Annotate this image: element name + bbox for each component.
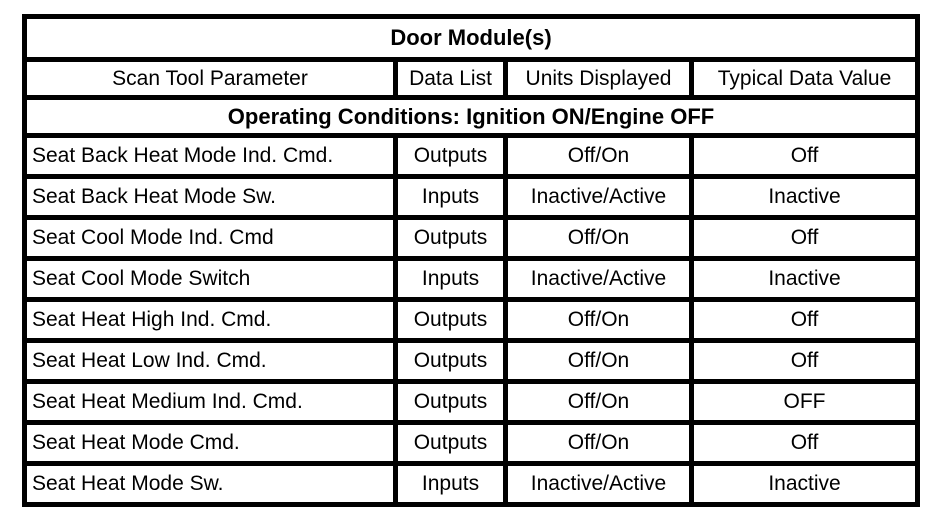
parameter-cell: Seat Heat Low Ind. Cmd. [22, 338, 398, 384]
data-list-cell: Outputs [393, 379, 508, 425]
operating-conditions-text: Operating Conditions: Ignition ON/Engine… [21, 95, 921, 138]
table-row: Seat Back Heat Mode Ind. Cmd. Outputs Of… [22, 133, 921, 179]
parameter-cell: Seat Heat Mode Cmd. [22, 420, 398, 466]
parameter-cell: Seat Heat Mode Sw. [22, 461, 398, 507]
typical-value-cell: Inactive [688, 174, 921, 220]
typical-value-cell: Off [688, 215, 921, 261]
column-header-data-list: Data List [393, 57, 508, 100]
parameter-cell: Seat Heat Medium Ind. Cmd. [22, 379, 398, 425]
data-list-cell: Inputs [393, 461, 508, 507]
units-cell: Off/On [503, 297, 694, 343]
table-row: Seat Heat High Ind. Cmd. Outputs Off/On … [22, 297, 921, 343]
table-title: Door Module(s) [21, 14, 921, 62]
column-header-scan-tool-parameter: Scan Tool Parameter [22, 57, 398, 100]
table-row: Seat Heat Medium Ind. Cmd. Outputs Off/O… [22, 379, 921, 425]
operating-conditions-row: Operating Conditions: Ignition ON/Engine… [21, 95, 921, 138]
data-list-cell: Outputs [393, 297, 508, 343]
column-header-units-displayed: Units Displayed [503, 57, 694, 100]
table-row: Seat Cool Mode Switch Inputs Inactive/Ac… [22, 256, 921, 302]
units-cell: Off/On [503, 379, 694, 425]
table-row: Seat Heat Mode Sw. Inputs Inactive/Activ… [22, 461, 921, 507]
data-list-cell: Outputs [393, 215, 508, 261]
units-cell: Off/On [503, 338, 694, 384]
typical-value-cell: Inactive [688, 461, 921, 507]
parameter-cell: Seat Back Heat Mode Sw. [22, 174, 398, 220]
data-list-cell: Outputs [393, 420, 508, 466]
parameter-cell: Seat Heat High Ind. Cmd. [22, 297, 398, 343]
door-module-parameter-table: Door Module(s) Scan Tool Parameter Data … [21, 14, 921, 507]
units-cell: Inactive/Active [503, 461, 694, 507]
typical-value-cell: OFF [688, 379, 921, 425]
typical-value-cell: Inactive [688, 256, 921, 302]
table-title-row: Door Module(s) [21, 14, 921, 62]
typical-value-cell: Off [688, 297, 921, 343]
table-row: Seat Cool Mode Ind. Cmd Outputs Off/On O… [22, 215, 921, 261]
data-list-cell: Inputs [393, 256, 508, 302]
data-list-cell: Outputs [393, 338, 508, 384]
parameter-cell: Seat Back Heat Mode Ind. Cmd. [22, 133, 398, 179]
typical-value-cell: Off [688, 338, 921, 384]
typical-value-cell: Off [688, 420, 921, 466]
units-cell: Inactive/Active [503, 174, 694, 220]
data-list-cell: Outputs [393, 133, 508, 179]
units-cell: Inactive/Active [503, 256, 694, 302]
data-list-cell: Inputs [393, 174, 508, 220]
table-row: Seat Back Heat Mode Sw. Inputs Inactive/… [22, 174, 921, 220]
table-row: Seat Heat Low Ind. Cmd. Outputs Off/On O… [22, 338, 921, 384]
column-header-typical-data-value: Typical Data Value [688, 57, 921, 100]
table-header-row: Scan Tool Parameter Data List Units Disp… [22, 57, 921, 100]
parameter-cell: Seat Cool Mode Ind. Cmd [22, 215, 398, 261]
units-cell: Off/On [503, 215, 694, 261]
table-row: Seat Heat Mode Cmd. Outputs Off/On Off [22, 420, 921, 466]
units-cell: Off/On [503, 133, 694, 179]
units-cell: Off/On [503, 420, 694, 466]
parameter-cell: Seat Cool Mode Switch [22, 256, 398, 302]
typical-value-cell: Off [688, 133, 921, 179]
